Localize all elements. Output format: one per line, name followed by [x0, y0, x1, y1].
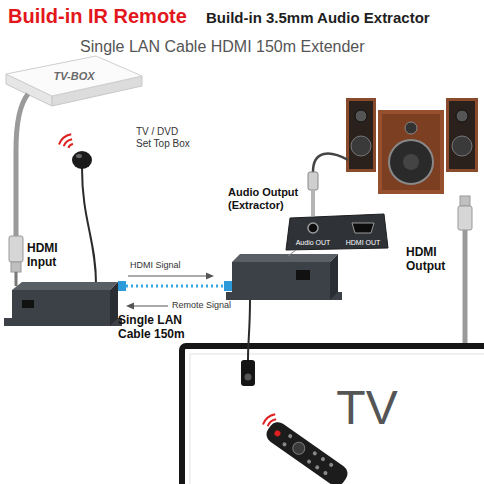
ir-wave [263, 414, 275, 424]
remote-button [323, 470, 329, 476]
remote-button [328, 462, 334, 468]
ir-cable [82, 168, 96, 284]
signal-arrowhead [206, 273, 214, 280]
signal-label: HDMI Signal [130, 260, 181, 270]
remote-button [273, 429, 281, 437]
speaker-driver [351, 136, 371, 156]
speaker-cabinet [446, 98, 478, 172]
hdmi-plug [9, 236, 23, 262]
receiver-body [232, 262, 330, 300]
ir-wave [68, 144, 73, 148]
tv-screen: TV [302, 380, 432, 436]
cable-label: Single LAN Cable 150m [118, 314, 215, 342]
device-label: TV / DVD Set Top Box [136, 126, 194, 149]
signal-arrow [128, 276, 207, 277]
lan-plug [118, 281, 126, 291]
speaker-driver-cap [403, 154, 419, 170]
audio-plug-tip [311, 190, 315, 216]
hdmi-cable [16, 94, 28, 236]
speaker-cabinet [346, 98, 376, 172]
ir-wave [64, 139, 72, 146]
subtitle: Single LAN Cable HDMI 150m Extender [80, 38, 365, 56]
transmitter-top [12, 282, 118, 290]
lan-cable [126, 285, 224, 288]
transmitter-body [12, 290, 110, 326]
transmitter-port [22, 300, 34, 308]
leader-line [288, 250, 296, 256]
subwoofer-front [382, 114, 440, 190]
hdmi-plug-tip [460, 196, 470, 206]
remote-button [306, 459, 312, 465]
ir-receiver [241, 360, 255, 386]
receiver-port [296, 270, 310, 280]
remote-button [312, 451, 318, 457]
speaker-driver [389, 140, 433, 184]
port-panel: Audio OUTHDMI OUT [288, 214, 388, 250]
port-label: HDMI Output [406, 246, 456, 274]
speaker-driver [355, 110, 367, 122]
hdmi-plug-tip [11, 262, 21, 272]
ir-eye-highlight [76, 154, 82, 158]
remote-button [282, 442, 288, 448]
device-box: TV-BOX [44, 66, 104, 86]
lan-plug [224, 281, 232, 291]
speaker-driver [456, 110, 468, 122]
transmitter-side [110, 282, 118, 326]
port-panel [286, 214, 388, 250]
node-text: HDMI OUT [338, 239, 388, 247]
diagram-title: Build-in IR Remote [8, 5, 187, 28]
remote-button [314, 464, 320, 470]
tv-screen [190, 354, 484, 484]
receiver-side [330, 254, 338, 300]
port-label: Audio Output (Extractor) [228, 186, 304, 211]
remote-button [287, 433, 293, 439]
speaker-driver [405, 122, 417, 134]
ir-receiver-lens [245, 374, 252, 381]
subwoofer-cabinet [378, 110, 444, 194]
remote-button [320, 456, 326, 462]
tv-frame [182, 346, 484, 484]
hdmi-plug [458, 206, 472, 230]
speaker-front [349, 101, 373, 169]
signal-label: Remote Signal [172, 300, 231, 310]
audio-jack [308, 223, 318, 233]
node-text: Audio OUT [288, 239, 338, 247]
hdmi-cable [15, 272, 18, 286]
signal-arrowhead [126, 303, 134, 310]
node-text: TV [336, 380, 397, 435]
speaker-front [449, 101, 475, 169]
tvbox-top [6, 56, 142, 96]
hdmi-cable [463, 230, 468, 343]
ir-wave [59, 134, 71, 144]
remote-dpad [290, 440, 307, 457]
speaker-driver [452, 136, 472, 156]
ir-cable [248, 300, 250, 360]
audio-cable [313, 154, 348, 172]
hdmi-port [352, 223, 374, 233]
subtitle: Build-in 3.5mm Audio Extractor [206, 9, 430, 26]
ir-eye [72, 151, 92, 169]
receiver-top [232, 254, 338, 262]
audio-plug [308, 172, 318, 190]
signal-arrow [134, 306, 168, 307]
port-label: HDMI Input [27, 242, 67, 270]
node-text: TV-BOX [53, 70, 94, 83]
